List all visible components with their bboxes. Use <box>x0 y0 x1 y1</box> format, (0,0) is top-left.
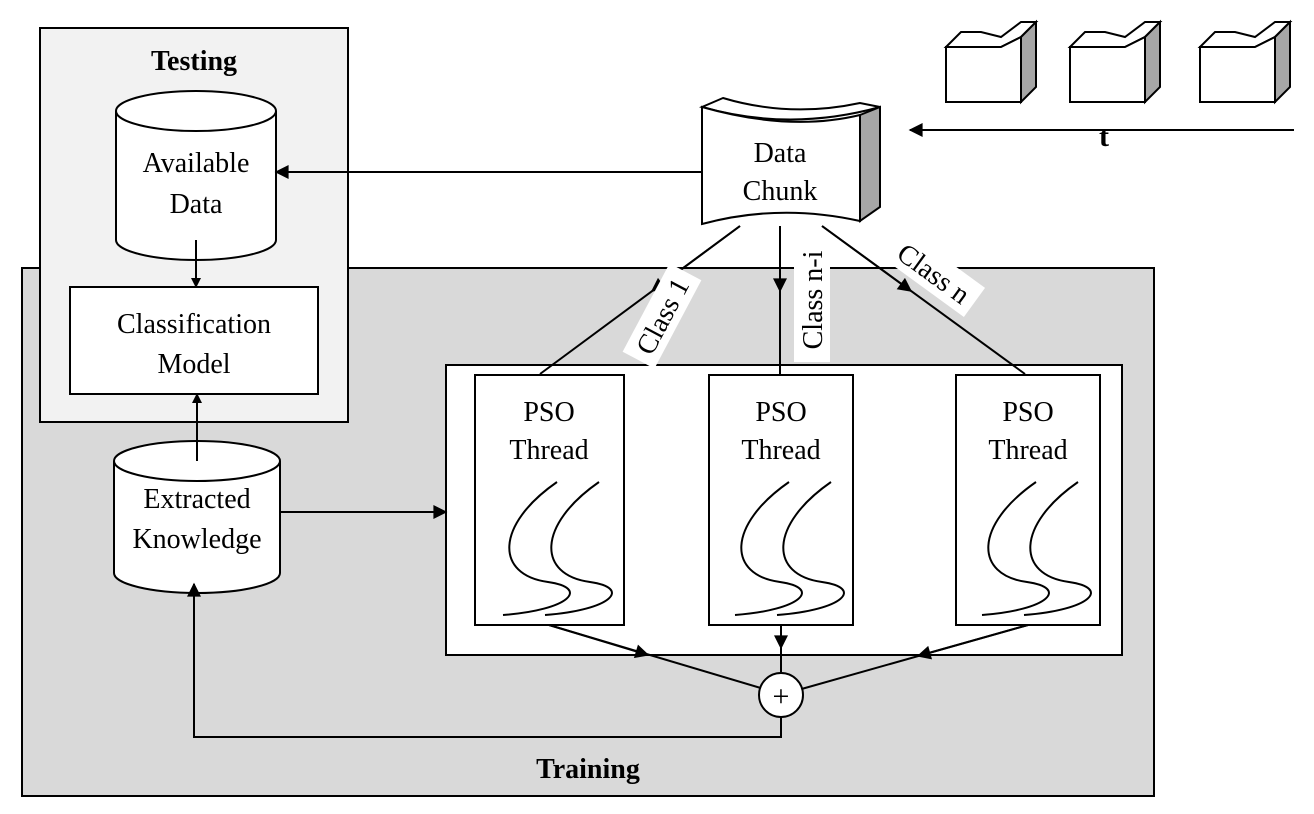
combiner-node: + <box>758 672 804 718</box>
pso-thread-1-curve-a <box>502 481 571 616</box>
class-n-i-text: Class n-i <box>798 250 829 349</box>
edge-thread-3-arrow <box>916 624 1029 660</box>
extracted-knowledge-label-1: Extracted <box>143 484 250 515</box>
pso-thread-1-label-2: Thread <box>509 435 588 466</box>
data-chunk-label-1: Data <box>754 138 807 169</box>
class-n-i-label: Class n-i <box>794 238 830 362</box>
pso-thread-2-label-2: Thread <box>741 435 820 466</box>
classification-model-box: Classification Model <box>69 286 319 395</box>
available-data-cylinder: Available Data <box>115 90 277 261</box>
incoming-chunk-3 <box>1197 19 1293 105</box>
training-title: Training <box>536 754 640 785</box>
classification-model-label-1: Classification <box>117 309 271 340</box>
edge-thread-1-arrow <box>548 624 650 659</box>
time-label: t <box>1099 120 1109 153</box>
data-chunk-label-2: Chunk <box>743 176 818 207</box>
extracted-knowledge-cylinder: Extracted Knowledge <box>113 440 281 594</box>
data-chunk-front <box>701 105 861 226</box>
pso-thread-3-curve-b <box>1023 481 1092 616</box>
edge-class-n-arrow <box>821 225 913 292</box>
available-data-label-1: Available <box>143 148 250 179</box>
pso-thread-1: PSO Thread <box>474 374 625 626</box>
data-chunk: Data Chunk <box>699 96 881 226</box>
pso-thread-2-label-1: PSO <box>755 397 806 428</box>
pso-thread-3: PSO Thread <box>955 374 1101 626</box>
extracted-knowledge-label-2: Knowledge <box>132 524 261 555</box>
available-data-label-2: Data <box>170 189 223 220</box>
data-chunk-side <box>859 105 881 223</box>
pso-thread-2-curve-a <box>734 481 803 616</box>
pso-thread-2: PSO Thread <box>708 374 854 626</box>
pso-thread-1-label-1: PSO <box>523 397 574 428</box>
incoming-chunk-1 <box>943 19 1039 105</box>
combiner-symbol: + <box>773 680 790 713</box>
incoming-chunk-2 <box>1067 19 1163 105</box>
edge-combiner-to-knowledge <box>187 582 782 738</box>
classification-model-label-2: Model <box>157 349 230 380</box>
pso-thread-3-label-1: PSO <box>1002 397 1053 428</box>
pso-thread-3-label-2: Thread <box>988 435 1067 466</box>
pso-thread-2-curve-b <box>776 481 845 616</box>
pso-thread-3-curve-a <box>981 481 1050 616</box>
testing-title: Testing <box>151 46 237 77</box>
pso-thread-1-curve-b <box>544 481 613 616</box>
